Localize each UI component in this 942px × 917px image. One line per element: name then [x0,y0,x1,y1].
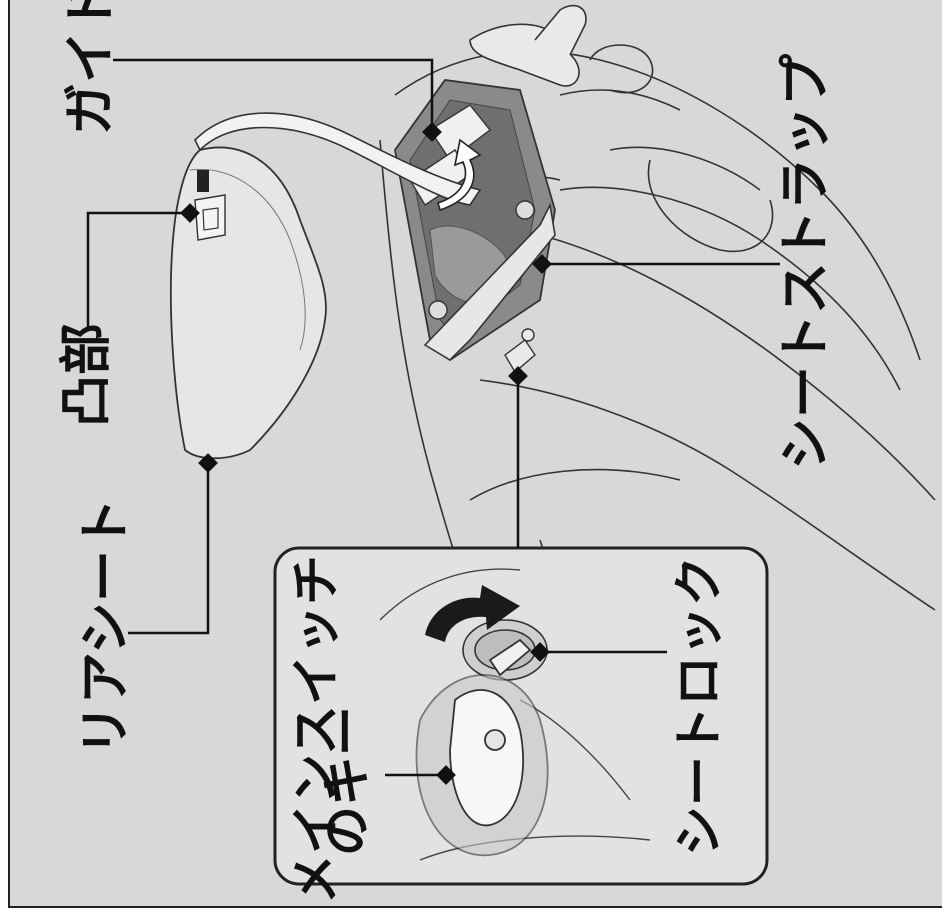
marker-seat-lock-inset [530,642,550,662]
luggage-compartment [394,79,556,362]
leader-lines [86,58,780,777]
leader-markers [180,122,552,785]
label-main-switch-key-line2: のキー [318,706,376,856]
marker-protrusion [180,203,200,223]
turn-arrow [425,585,520,642]
marker-seat-strap [532,254,552,274]
leader-rear-seat [128,463,210,635]
marker-key [436,765,456,785]
key-illustration [415,638,549,857]
label-protrusion: 凸部 [57,322,117,427]
leader-protrusion [86,211,190,327]
marker-rear-seat [198,453,218,473]
seat-lock-cylinder [504,328,536,374]
rear-seat [169,146,327,460]
leader-guide [113,58,434,132]
marker-guide [422,122,442,142]
curved-arrow [437,138,482,212]
label-guide: ガイド [61,0,121,135]
handlebar-grip [469,4,587,87]
marker-seat-lock-body [508,366,528,386]
label-seat-lock: シートロック [670,556,728,856]
label-rear-seat: リアシート [76,498,136,756]
label-seat-strap: シートストラップ [776,53,836,470]
